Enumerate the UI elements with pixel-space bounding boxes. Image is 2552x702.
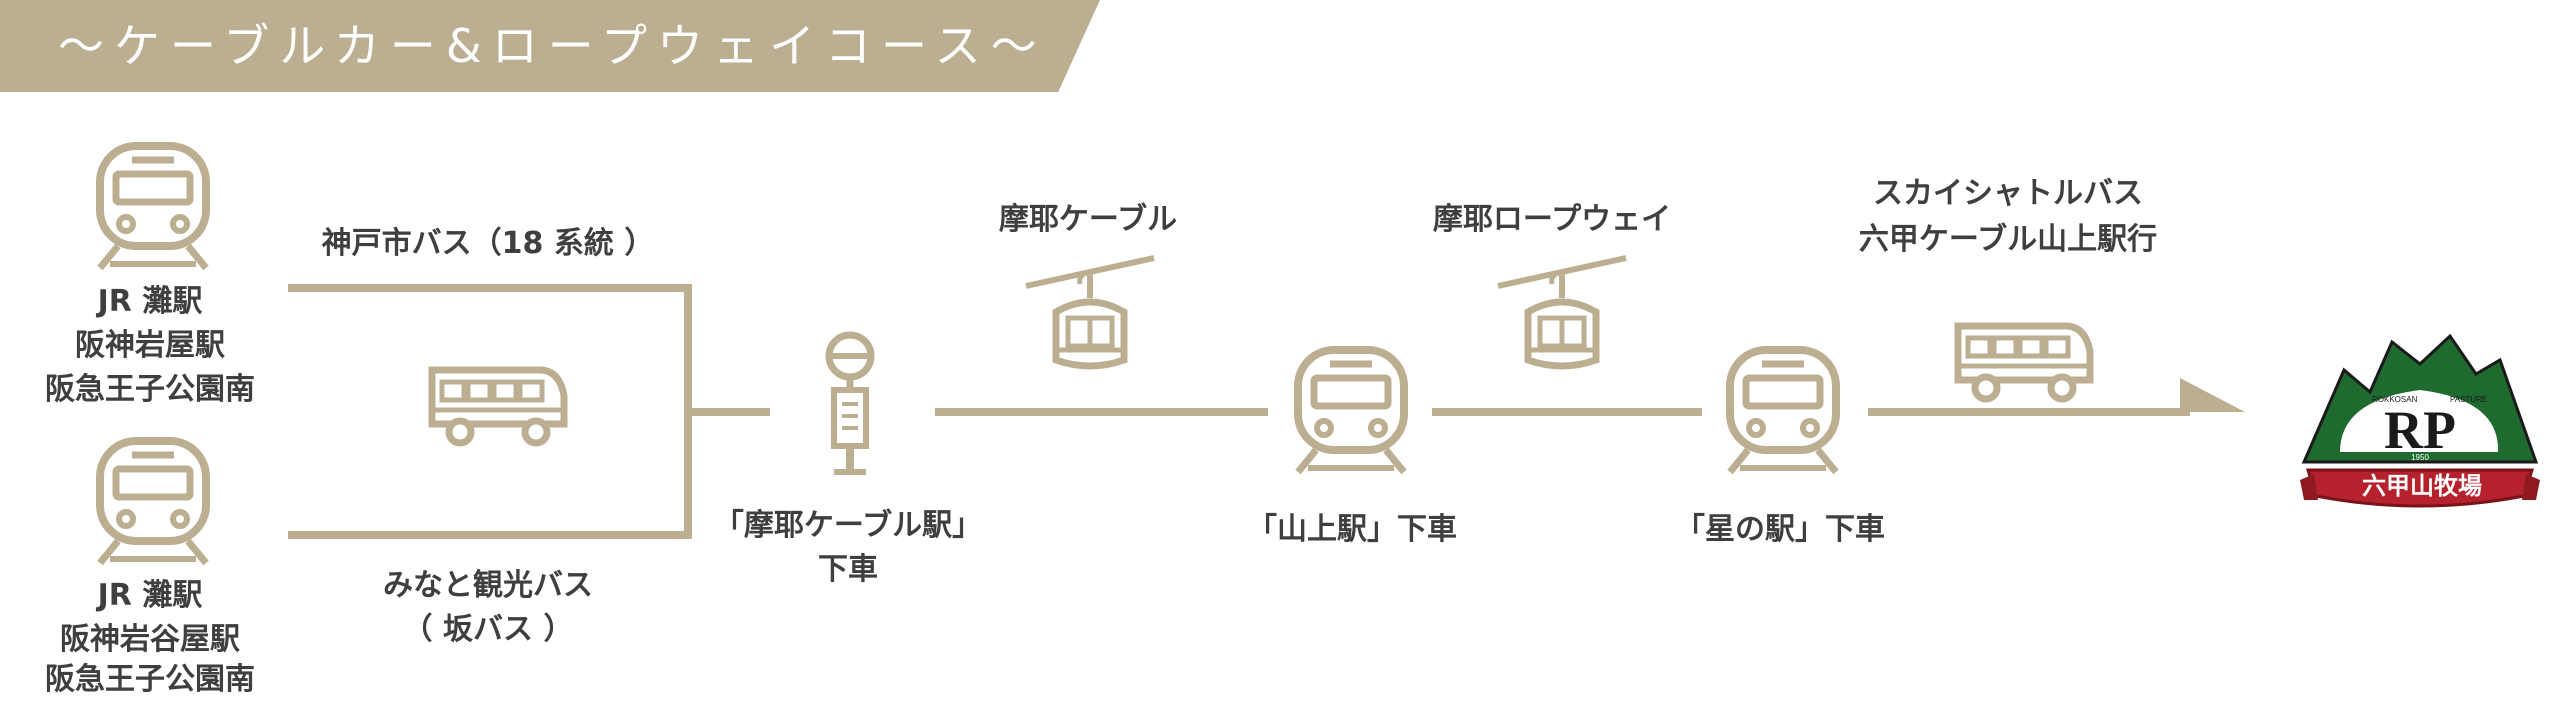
stop1-line1: 「摩耶ケーブル駅」 bbox=[713, 508, 983, 543]
banner-title: 〜ケーブルカー&ロープウェイコース〜 bbox=[58, 19, 1047, 73]
start-top-line1: JR 灘駅 bbox=[97, 284, 203, 319]
train-icon bbox=[1294, 346, 1408, 475]
bus-stop-icon bbox=[825, 331, 875, 475]
start-bottom-line3: 阪急王子公園南 bbox=[45, 662, 255, 697]
cable-label: 摩耶ケーブル bbox=[998, 202, 1178, 237]
bus-icon bbox=[1954, 322, 2094, 403]
train-icon bbox=[96, 142, 210, 271]
shuttle-line2: 六甲ケーブル山上駅行 bbox=[1858, 222, 2158, 257]
gondola-icon bbox=[1025, 255, 1155, 370]
arrow-icon bbox=[2180, 378, 2245, 412]
gondola-icon bbox=[1497, 255, 1627, 370]
ropeway-label: 摩耶ロープウェイ bbox=[1432, 202, 1672, 237]
logo-side-left: ROKKOSAN bbox=[2372, 395, 2418, 404]
bus-top-label: 神戸市バス（18 系統 ） bbox=[321, 226, 655, 261]
logo-monogram: RP bbox=[2384, 400, 2456, 460]
logo-side-right: PASTURE bbox=[2450, 395, 2487, 404]
logo-year: 1950 bbox=[2411, 453, 2429, 462]
train-icon bbox=[96, 437, 210, 566]
start-top-line3: 阪急王子公園南 bbox=[45, 372, 255, 407]
stop3-label: 「星の駅」下車 bbox=[1675, 512, 1885, 547]
bus-bottom-line2: （ 坂バス ） bbox=[402, 612, 574, 647]
bus-bottom-line1: みなと観光バス bbox=[383, 568, 593, 603]
stop2-label: 「山上駅」下車 bbox=[1247, 512, 1457, 547]
bus-icon bbox=[428, 366, 568, 447]
title-banner bbox=[0, 0, 1100, 92]
stop1-line2: 下車 bbox=[818, 552, 878, 587]
start-top-line2: 阪神岩屋駅 bbox=[75, 328, 225, 363]
shuttle-line1: スカイシャトルバス bbox=[1873, 176, 2143, 211]
logo-ribbon-text: 六甲山牧場 bbox=[2362, 472, 2482, 500]
rokko-pasture-logo: RP ROKKOSAN PASTURE 1950 六甲山牧場 bbox=[2300, 333, 2540, 508]
train-icon bbox=[1726, 346, 1840, 475]
start-bottom-line1: JR 灘駅 bbox=[97, 578, 203, 613]
start-bottom-line2: 阪神岩谷屋駅 bbox=[60, 622, 240, 657]
